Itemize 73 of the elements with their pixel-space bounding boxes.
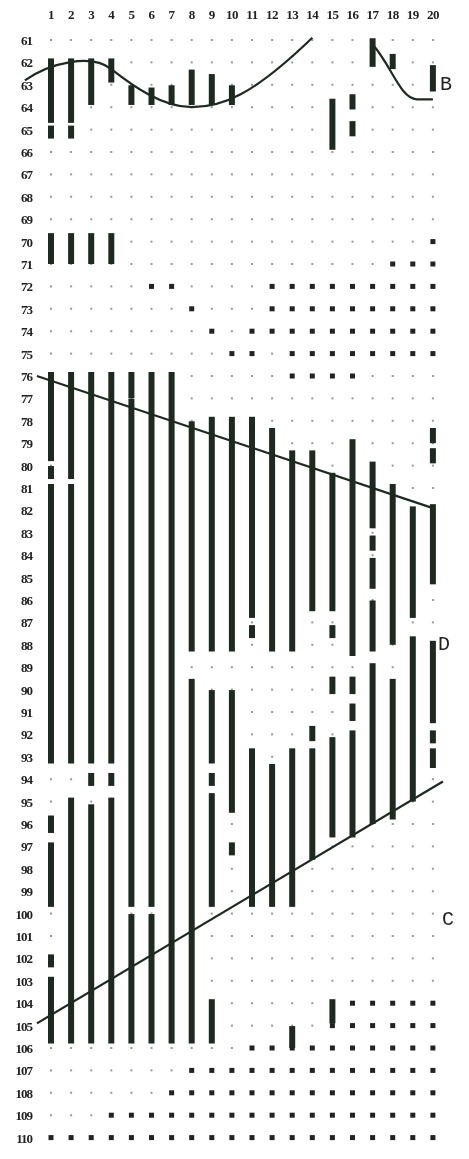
column-number: 8: [188, 8, 195, 21]
row-number: 98: [21, 862, 32, 876]
row-number: 92: [21, 727, 32, 741]
row-number: 75: [21, 347, 32, 361]
row-number: 100: [15, 907, 32, 921]
column-number: 11: [246, 8, 258, 21]
column-number: 16: [346, 8, 359, 21]
row-number: 76: [21, 369, 32, 383]
row-number: 95: [21, 795, 32, 809]
row-number: 72: [21, 279, 32, 293]
row-number: 110: [16, 1131, 32, 1145]
row-number: 97: [21, 839, 32, 853]
row-number: 102: [15, 951, 32, 965]
row-number: 67: [21, 167, 32, 181]
column-number: 19: [406, 8, 419, 21]
row-number: 71: [21, 257, 32, 271]
column-number: 3: [88, 8, 95, 21]
row-number: 91: [21, 705, 32, 719]
column-number: 20: [426, 8, 439, 21]
column-number: 13: [286, 8, 299, 21]
row-number: 68: [21, 190, 32, 204]
row-number: 88: [21, 638, 32, 652]
row-number: 109: [15, 1108, 32, 1122]
column-number: 17: [366, 8, 379, 21]
column-number: 10: [225, 8, 238, 21]
row-number: 105: [15, 1019, 32, 1033]
row-number: 107: [15, 1063, 32, 1077]
region-letter: B: [440, 74, 452, 95]
row-number: 84: [21, 548, 32, 562]
row-number: 86: [21, 593, 32, 607]
column-number: 18: [386, 8, 399, 21]
row-number: 96: [21, 817, 32, 831]
region-letter: D: [438, 634, 450, 655]
row-number: 87: [21, 615, 32, 629]
row-number: 89: [21, 660, 32, 674]
row-number: 69: [21, 212, 32, 226]
row-number: 74: [21, 324, 32, 338]
column-number: 9: [208, 8, 215, 21]
row-number: 79: [21, 436, 32, 450]
column-number: 15: [326, 8, 339, 21]
row-number: 101: [15, 929, 32, 943]
row-number: 73: [21, 302, 32, 316]
column-number: 1: [48, 8, 54, 21]
row-number: 61: [21, 33, 32, 47]
row-number: 85: [21, 571, 32, 585]
column-number: 7: [168, 8, 175, 21]
row-number: 81: [21, 481, 32, 495]
column-number: 4: [108, 8, 115, 21]
row-number: 77: [21, 391, 32, 405]
row-number: 63: [21, 78, 32, 92]
column-number: 2: [68, 8, 75, 21]
row-number: 93: [21, 750, 32, 764]
row-number: 106: [15, 1041, 32, 1055]
column-number: 14: [306, 8, 319, 21]
row-number: 62: [21, 55, 32, 69]
column-number: 6: [148, 8, 155, 21]
row-number: 82: [21, 503, 32, 517]
row-number: 103: [15, 974, 32, 988]
row-number: 65: [21, 123, 32, 137]
row-number: 78: [21, 414, 32, 428]
column-number: 12: [266, 8, 279, 21]
row-number: 104: [15, 996, 32, 1010]
row-number: 80: [21, 459, 32, 473]
row-number: 66: [21, 145, 32, 159]
region-letter: C: [442, 910, 454, 931]
column-number: 5: [128, 8, 135, 21]
row-number: 108: [15, 1086, 32, 1100]
row-number: 94: [21, 772, 32, 786]
row-number: 70: [21, 235, 32, 249]
row-number: 83: [21, 526, 32, 540]
row-number: 99: [21, 884, 32, 898]
row-number: 64: [21, 100, 32, 114]
row-number: 90: [21, 683, 32, 697]
